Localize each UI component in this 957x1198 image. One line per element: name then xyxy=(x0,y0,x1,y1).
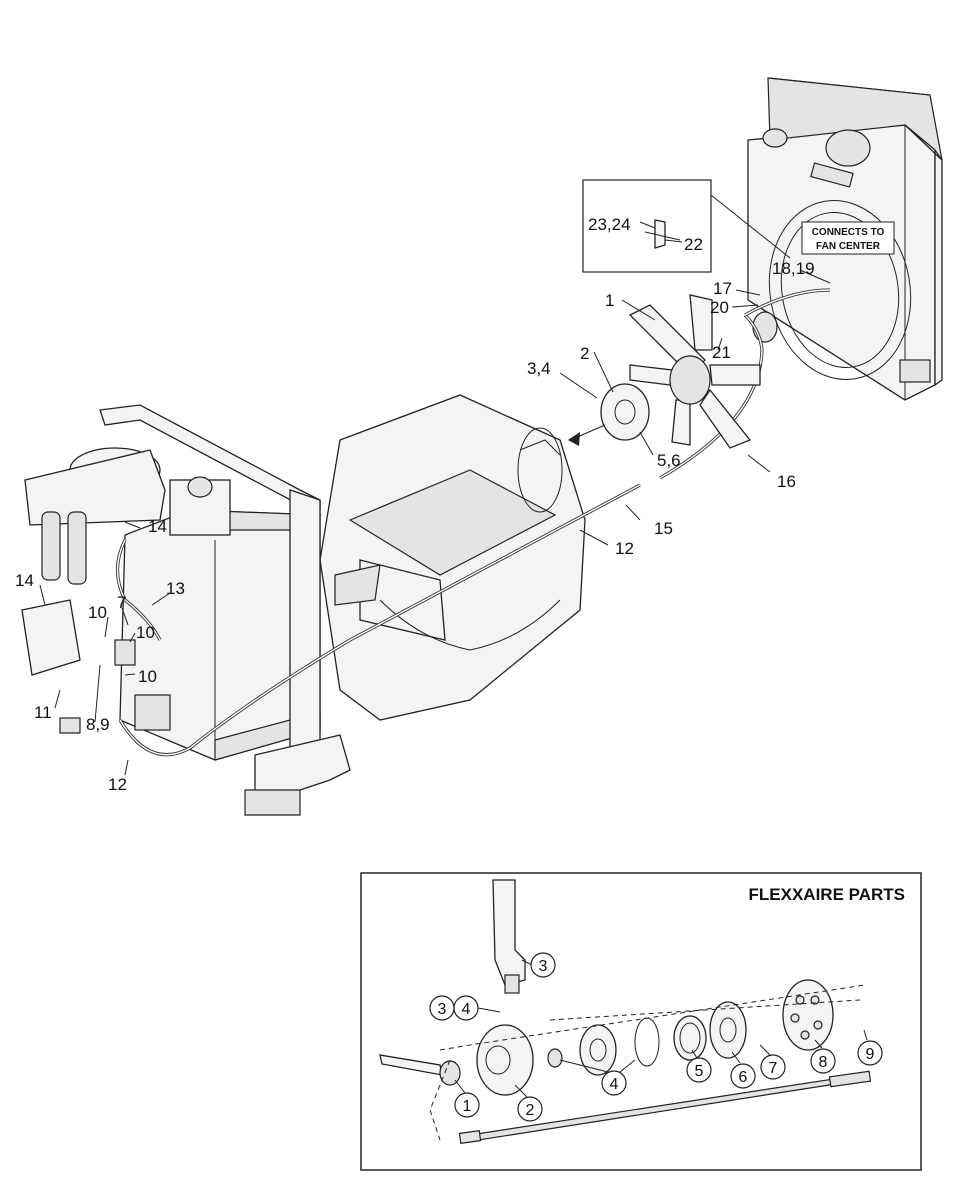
circle-8: 8 xyxy=(810,1048,836,1074)
circle-3-top: 3 xyxy=(530,952,556,978)
flexxaire-title: FLEXXAIRE PARTS xyxy=(749,885,905,904)
label-20: 20 xyxy=(710,298,729,317)
svg-text:5: 5 xyxy=(695,1063,704,1080)
circle-4-lower: 4 xyxy=(601,1070,627,1096)
label-7: 7 xyxy=(117,593,126,612)
callout-line2: FAN CENTER xyxy=(816,241,881,252)
leader-lines xyxy=(39,221,831,776)
svg-text:7: 7 xyxy=(769,1060,778,1077)
fan-center-callout: CONNECTS TO FAN CENTER xyxy=(801,221,895,255)
label-11: 11 xyxy=(34,703,52,722)
label-13: 13 xyxy=(166,579,185,598)
label-12-upper: 12 xyxy=(615,539,634,558)
label-16: 16 xyxy=(777,472,796,491)
circle-9: 9 xyxy=(857,1040,883,1066)
label-22: 22 xyxy=(684,235,703,254)
label-5-6: 5,6 xyxy=(657,451,681,470)
label-10-c: 10 xyxy=(138,667,157,686)
svg-text:3: 3 xyxy=(539,958,548,975)
svg-text:4: 4 xyxy=(462,1001,471,1018)
label-15: 15 xyxy=(654,519,673,538)
label-14-upper: 14 xyxy=(148,517,167,536)
label-10-a: 10 xyxy=(88,603,107,622)
label-18-19: 18,19 xyxy=(772,259,815,278)
svg-text:1: 1 xyxy=(463,1098,472,1115)
label-23-24: 23,24 xyxy=(588,215,631,234)
svg-text:2: 2 xyxy=(526,1102,535,1119)
hydraulic-tank xyxy=(21,404,351,816)
svg-text:6: 6 xyxy=(739,1069,748,1086)
circle-3: 3 xyxy=(429,995,455,1021)
bracket-detail xyxy=(644,219,681,249)
circle-1: 1 xyxy=(454,1092,480,1118)
svg-text:8: 8 xyxy=(819,1054,828,1071)
flexxaire-callouts: 3 3 4 1 2 4 5 6 7 8 9 xyxy=(429,952,883,1122)
label-21: 21 xyxy=(712,343,731,362)
label-1: 1 xyxy=(605,291,614,310)
flexxaire-parts-panel: FLEXXAIRE PARTS xyxy=(360,872,922,1171)
label-14-left: 14 xyxy=(15,571,34,590)
engine xyxy=(319,394,586,721)
radiator xyxy=(747,77,943,401)
label-8-9: 8,9 xyxy=(86,715,110,734)
main-labels: 1 2 3,4 5,6 16 15 12 12 14 14 13 7 10 10… xyxy=(15,215,815,794)
circle-2: 2 xyxy=(517,1096,543,1122)
label-10-b: 10 xyxy=(136,623,155,642)
label-3-4: 3,4 xyxy=(527,359,551,378)
circle-6: 6 xyxy=(730,1063,756,1089)
circle-5: 5 xyxy=(686,1057,712,1083)
label-12-lower: 12 xyxy=(108,775,127,794)
label-17: 17 xyxy=(713,279,732,298)
detail-box-bracket xyxy=(582,179,712,273)
svg-text:9: 9 xyxy=(866,1046,875,1063)
circle-4: 4 xyxy=(453,995,479,1021)
circle-7: 7 xyxy=(760,1054,786,1080)
svg-text:4: 4 xyxy=(610,1076,619,1093)
callout-line1: CONNECTS TO xyxy=(812,227,885,238)
svg-text:3: 3 xyxy=(438,1001,447,1018)
label-2: 2 xyxy=(580,344,589,363)
cooling-fan xyxy=(568,294,761,449)
